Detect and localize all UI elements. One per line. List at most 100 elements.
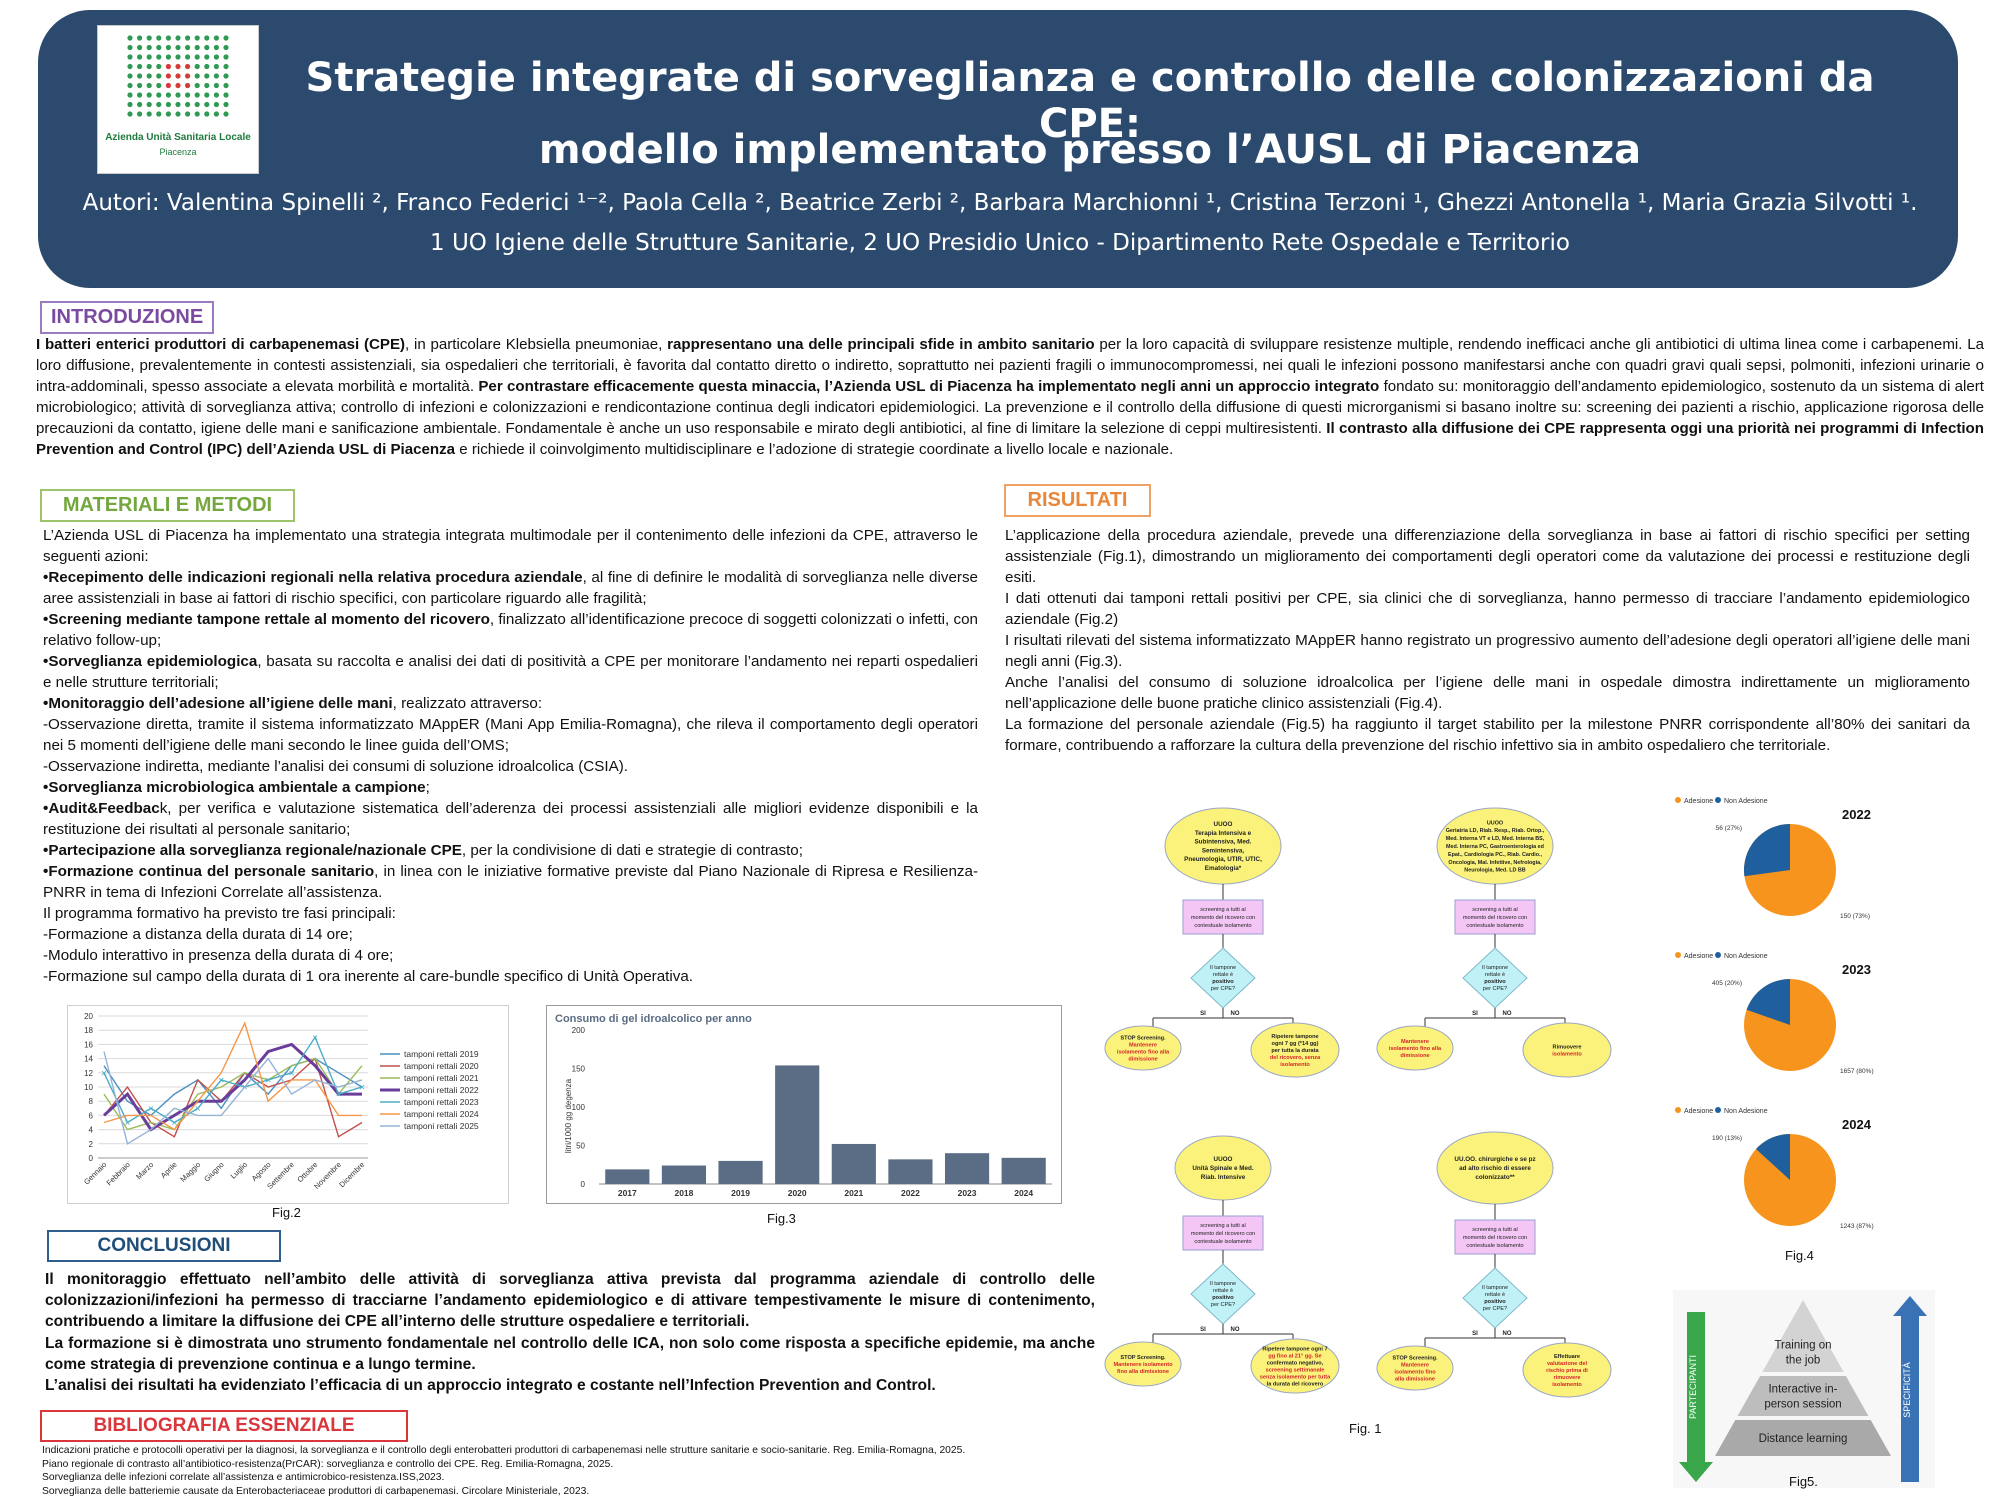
fig1-outcome-no-text: rimuovere [1553,1375,1580,1381]
bibliography-list: Indicazioni pratiche e protocolli operat… [42,1444,1092,1498]
fig5-right-arrow-body [1901,1316,1919,1482]
fig5-left-arrow-head [1679,1462,1713,1482]
fig3-y-tick: 0 [581,1180,586,1189]
fig5-level-label: Training on [1774,1340,1831,1352]
fig2-y-tick: 16 [84,1040,93,1049]
fig1-diamond-text: per CPE? [1483,1306,1507,1312]
fig4-legend-label: Adesione [1684,953,1713,960]
poster-header [38,10,1958,288]
fig5-level-label: Distance learning [1759,1433,1848,1445]
logo-dot [213,44,219,51]
intro-bold-7: Il contrasto alla diffusione dei CPE rap… [36,420,1984,458]
fig1-diamond-text: positivo [1212,1295,1234,1301]
fig1-outcome-yes-text: isolamento fino alla [1389,1046,1442,1052]
logo-dot [137,35,143,41]
logo-dot [204,54,210,60]
fig4-pie-slice-non-adesione [1744,824,1790,877]
fig1-no-label: NO [1231,1327,1240,1333]
logo-dot [165,73,171,79]
fig1-outcome-yes-text: dimissione [1128,1057,1157,1063]
results-heading: RISULTATI [1004,484,1151,517]
logo-dot [185,35,191,41]
logo-dot [223,54,229,60]
methods-item-8-text: , in linea con le iniziative formative p… [43,863,978,901]
logo-dot [156,35,162,41]
logo-dot [194,82,200,89]
fig1-screening-box [1182,899,1264,935]
methods-item-6: •Audit&Feedback, per verifica e valutazi… [43,798,978,840]
logo-dot [127,92,133,98]
fig1-screening-text: momento del ricovero con [1191,915,1255,921]
intro-span-2: , in particolare Klebsiella pneumoniae, [405,336,668,353]
logo-dot [194,35,200,41]
fig1-caption: Fig. 1 [1349,1421,1382,1436]
fig1-outcome-no-text: Effettuare [1554,1354,1580,1360]
logo-dot [213,54,219,60]
methods-subitem-2: -Osservazione indiretta, mediante l’anal… [43,758,628,775]
bibliography-ref-4: Sorveglianza delle batteriemie causate d… [42,1485,590,1497]
methods-subitem-1: -Osservazione diretta, tramite il sistem… [43,716,978,754]
fig1-outcome-yes-text: isolamento fino alla [1117,1050,1170,1056]
logo-dot [137,101,143,108]
fig4-legend-dot [1675,797,1681,803]
fig2-point-marker: ✕ [312,1033,319,1042]
logo-dot [127,73,133,79]
fig1-yes-label: SI [1472,1331,1478,1337]
fig4-caption: Fig.4 [1785,1248,1814,1263]
logo-dot [194,111,200,117]
logo-text-2: Piacenza [159,147,197,157]
logo-dot [213,92,219,98]
methods-item-2-bold: •Screening mediante tampone rettale al m… [43,611,490,628]
fig1-oval-text: Neurologia, Med. LD BB [1464,868,1526,874]
logo-dot [175,92,181,98]
logo-dot [156,54,162,60]
fig3-x-tick: 2018 [674,1188,693,1198]
logo-dot [204,73,210,79]
fig2-point-marker: ✕ [218,1076,225,1085]
fig2-x-tick: Gennaio [82,1160,108,1186]
conclusions-p1: Il monitoraggio effettuato nell’ambito d… [45,1271,1095,1331]
fig3-x-tick: 2022 [901,1188,920,1198]
fig5-level-label: the job [1786,1355,1821,1367]
methods-item-2-text: , finalizzato all’identificazione precoc… [43,611,978,649]
fig1-diamond-text: rettale è [1485,972,1505,978]
fig1-screening-text: screening a tutti al [1472,907,1517,913]
fig1-screening-box [1454,1219,1536,1255]
fig1-outcome-no-text: ogni 7 gg (*14 gg) [1272,1041,1319,1047]
methods-item-8-bold: •Formazione continua del personale sanit… [43,863,375,880]
logo-dot [146,73,152,79]
fig1-outcome-yes [1104,1025,1182,1071]
fig1-yes-label: SI [1472,1011,1478,1017]
fig1-screening-text: momento del ricovero con [1463,915,1527,921]
intro-bold-5: Per contrastare efficacemente questa min… [478,378,1380,395]
fig4-legend-dot [1715,797,1721,803]
fig3-y-tick: 50 [576,1142,585,1151]
fig1-diamond-text: rettale è [1213,972,1233,978]
fig1-outcome-no-text: Ripetere tampone ogni 7 [1262,1347,1327,1353]
fig1-oval-text: Ematologia* [1205,865,1242,872]
logo-dot [175,101,181,108]
fig1-oval-text: ad alto rischio di essere [1459,1165,1531,1172]
fig3-bar [1001,1157,1046,1184]
fig1-diamond-text: Il tampone [1210,965,1236,971]
bibliography-heading: BIBLIOGRAFIA ESSENZIALE [40,1410,408,1442]
ausl-logo: Azienda Unità Sanitaria Locale Piacenza [97,25,259,174]
bibliography-ref-3: Sorveglianza delle infezioni correlate a… [42,1472,445,1483]
fig3-x-tick: 2023 [958,1188,977,1198]
logo-dot [204,111,210,117]
fig4-legend-dot [1715,952,1721,958]
fig1-oval-text: UUOO [1214,821,1233,828]
fig2-x-tick: Febbraio [105,1160,132,1187]
logo-dot [127,82,133,89]
fig2-legend-label: tamponi rettali 2022 [404,1085,479,1095]
logo-dot [223,82,229,89]
fig1-yes-label: SI [1200,1327,1206,1333]
fig1-outcome-yes-text: alla dimissione [1395,1377,1435,1383]
fig1-outcome-no-text: la durata del ricovero [1267,1382,1324,1388]
fig1-outcome-no-text: Rimuovere [1553,1045,1582,1051]
fig1-oval-text: Med. Interna VT e LD, Med. Interna BS, [1446,836,1545,842]
fig5-left-arrow-label: PARTECIPANTI [1688,1355,1698,1419]
fig5-caption: Fig5. [1789,1474,1818,1489]
fig1-yes-label: SI [1200,1011,1206,1017]
